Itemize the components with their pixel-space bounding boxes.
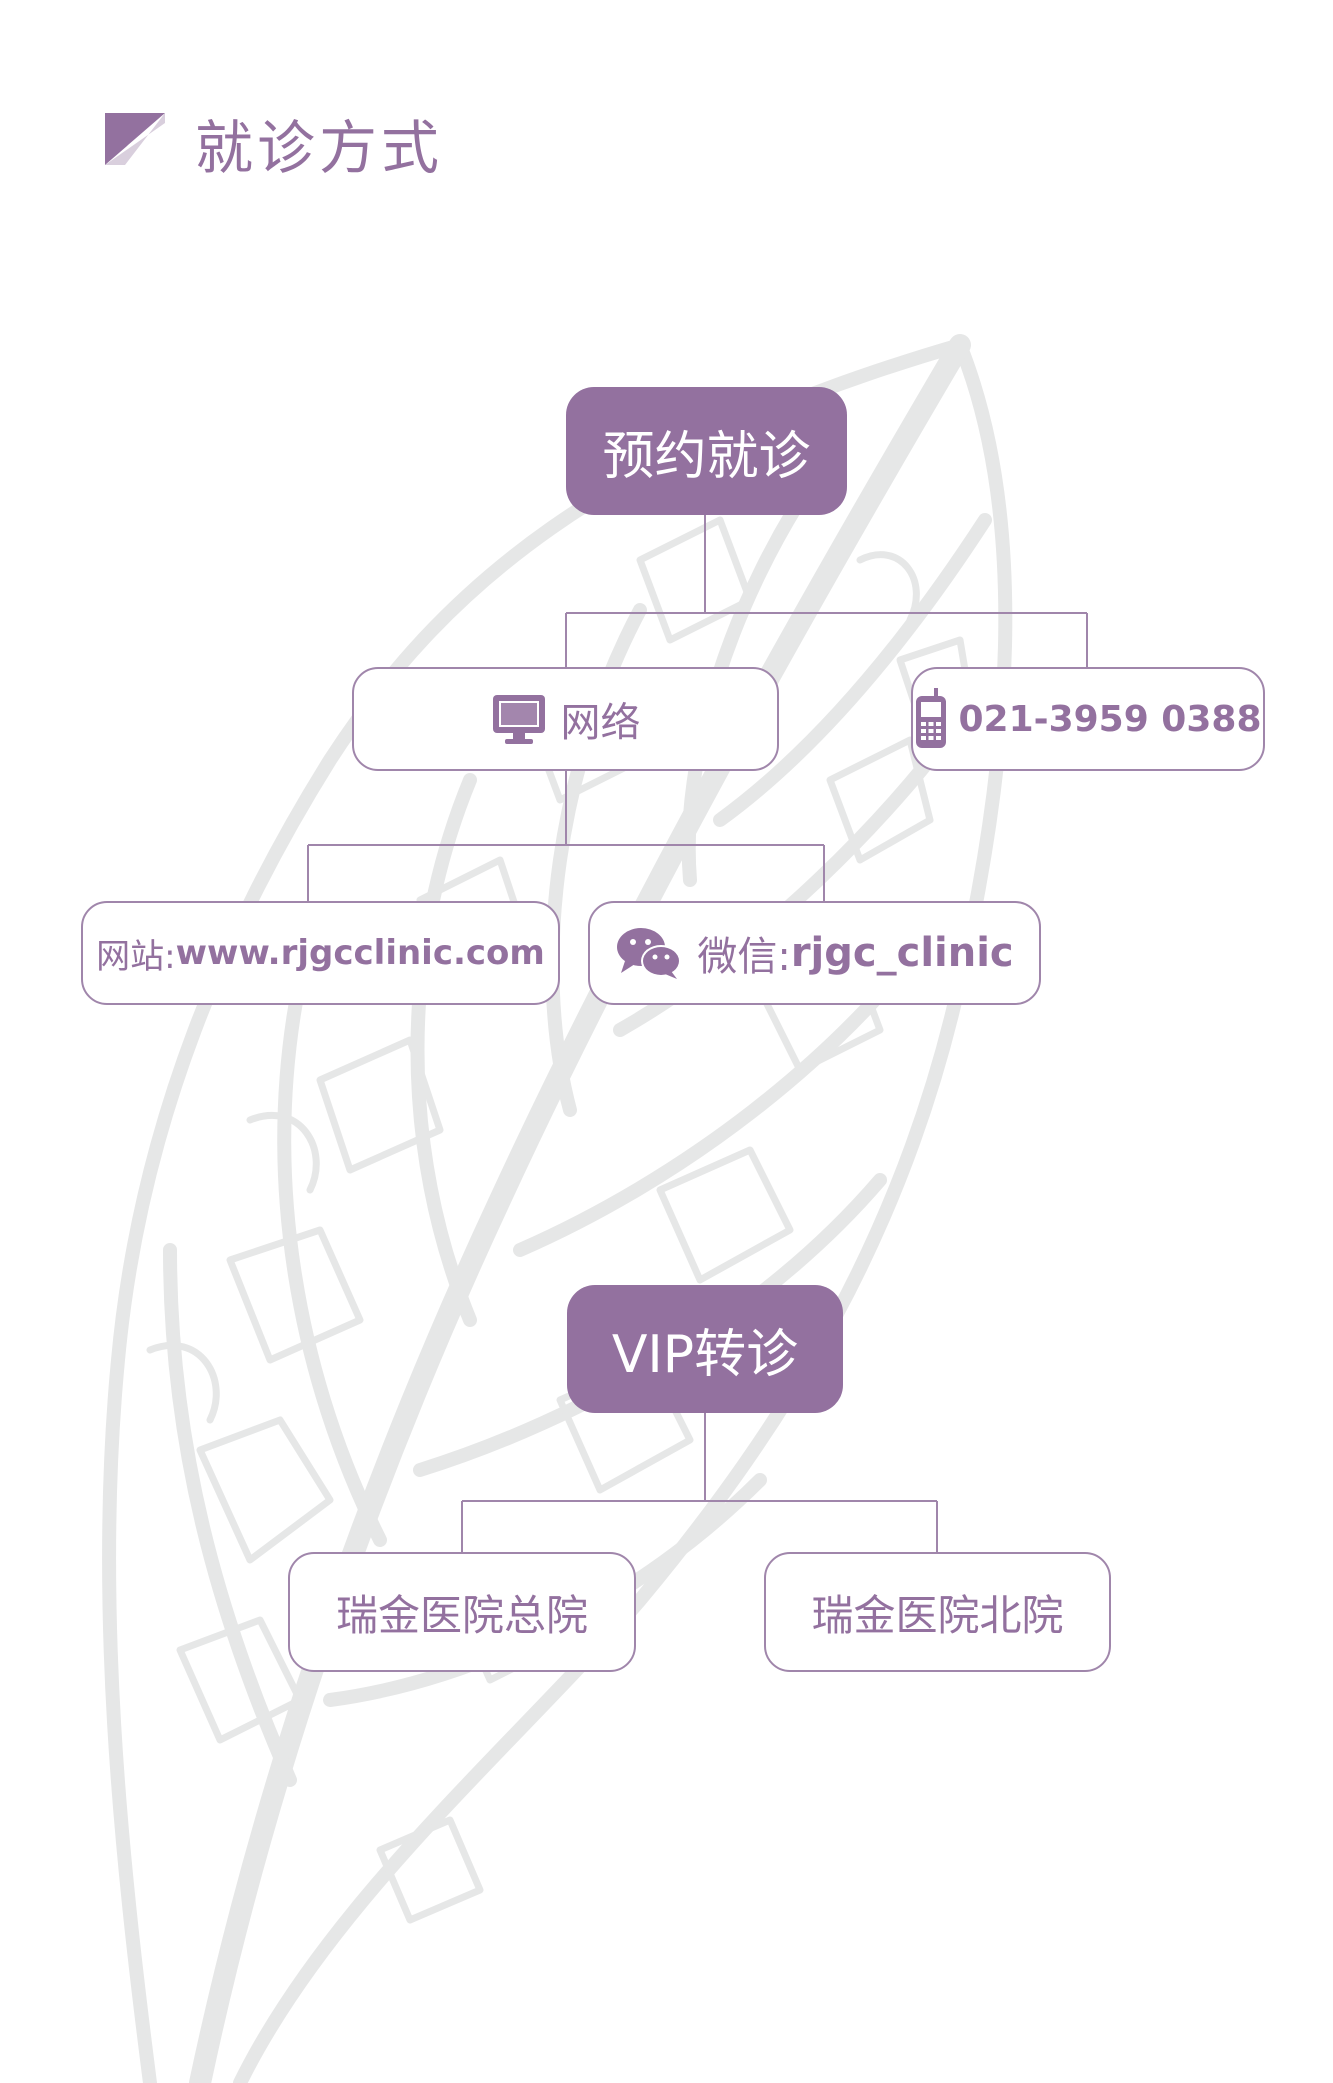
wechat-id[interactable]: rjgc_clinic [790, 930, 1014, 976]
vip-title: VIP转诊 [611, 1324, 799, 1385]
network-label: 网络 [560, 700, 641, 746]
main-hospital-label: 瑞金医院总院 [335, 1590, 588, 1640]
phone-number: 021-3959 0388 [958, 698, 1262, 740]
wechat-node[interactable]: 微信:rjgc_clinic [588, 901, 1041, 1005]
monitor-icon [491, 691, 547, 747]
network-node[interactable]: 网络 [352, 667, 779, 771]
mobile-phone-icon [914, 688, 948, 750]
website-prefix: 网站: [96, 936, 176, 977]
north-hospital-label: 瑞金医院北院 [811, 1590, 1064, 1640]
website-node[interactable]: 网站:www.rjgcclinic.com [81, 901, 560, 1005]
website-url[interactable]: www.rjgcclinic.com [175, 933, 545, 973]
section-title: 就诊方式 [195, 114, 444, 182]
appointment-title: 预约就诊 [602, 426, 811, 487]
appointment-node: 预约就诊 [566, 387, 847, 515]
wechat-prefix: 微信: [697, 934, 791, 980]
corner-triangle-icon [105, 113, 165, 165]
main-hospital-node[interactable]: 瑞金医院总院 [288, 1552, 636, 1672]
phone-node[interactable]: 021-3959 0388 [911, 667, 1265, 771]
vip-node: VIP转诊 [567, 1285, 843, 1413]
north-hospital-node[interactable]: 瑞金医院北院 [764, 1552, 1111, 1672]
wechat-icon [615, 925, 683, 981]
section-header: 就诊方式 [105, 108, 443, 182]
